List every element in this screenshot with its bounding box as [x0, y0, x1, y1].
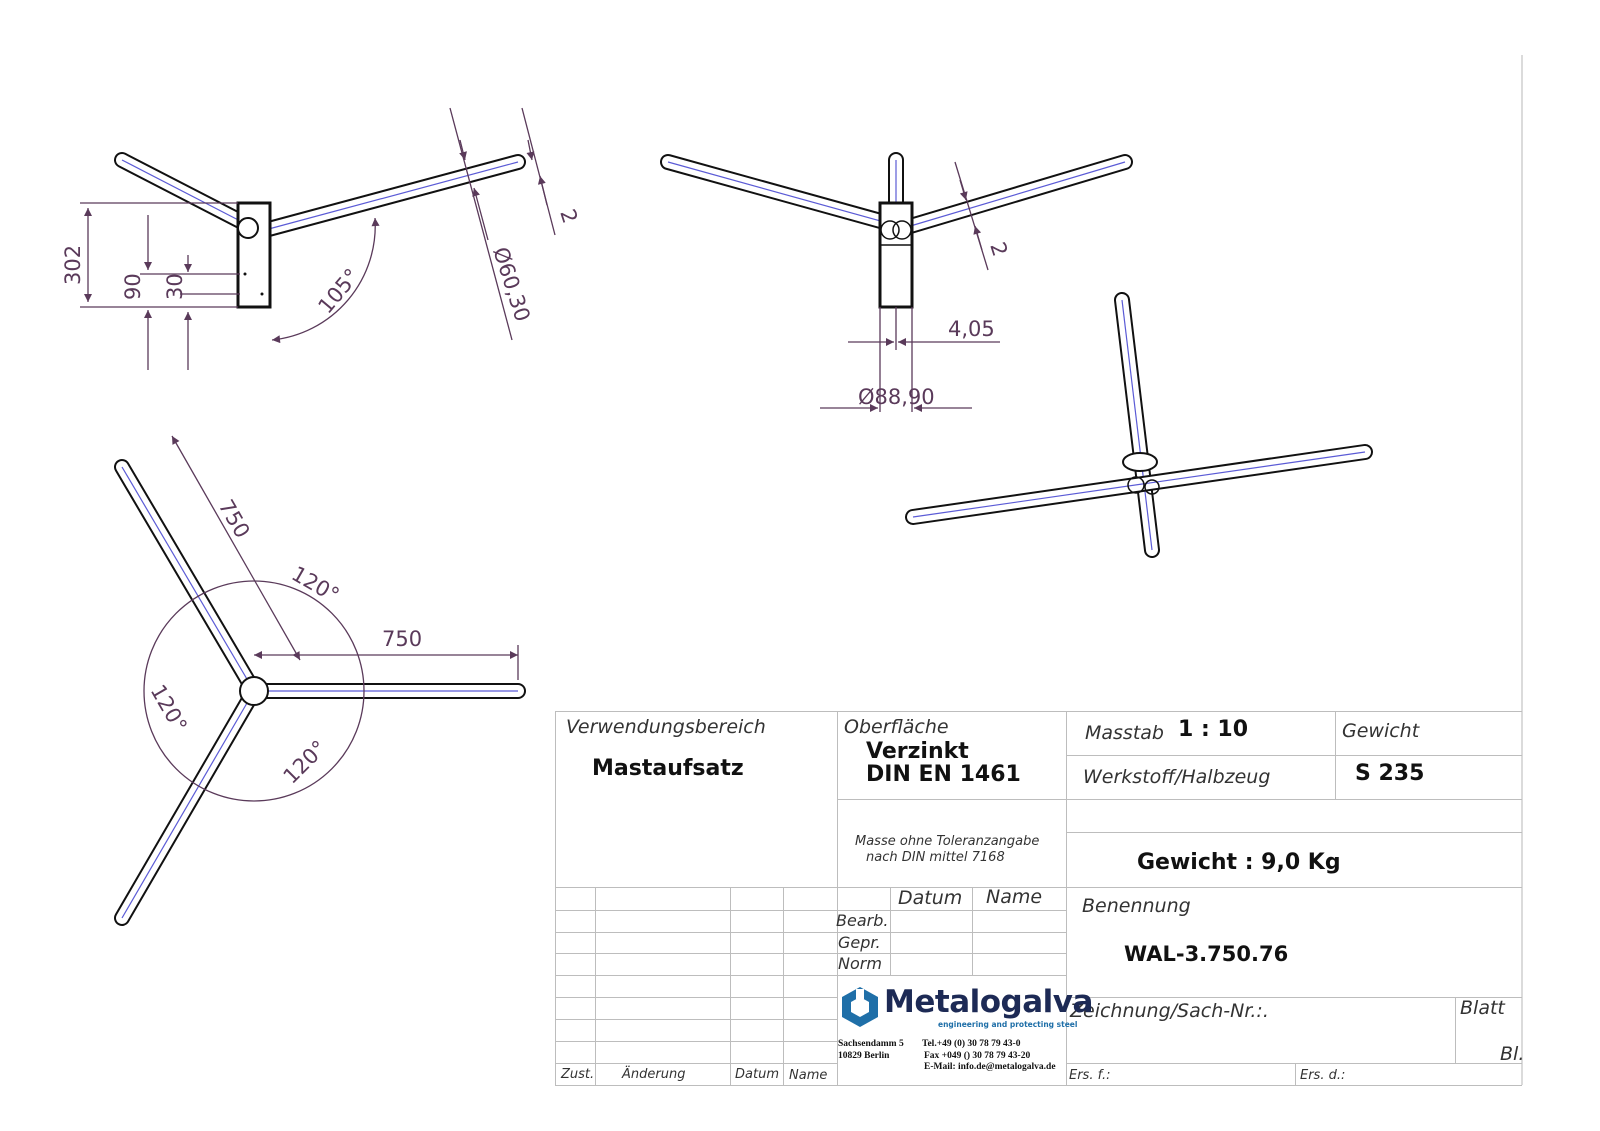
- company-address-1: Sachsendamm 5: [838, 1039, 904, 1049]
- benennung-label: Benennung: [1082, 895, 1191, 917]
- tube-arm: [667, 161, 896, 226]
- front-view: [878, 201, 914, 309]
- dimension-lines: [80, 107, 1000, 802]
- tolerance-note-1: Masse ohne Toleranzangabe: [855, 834, 1040, 849]
- dim-302: 302: [61, 245, 85, 285]
- zust-label: Zust.: [561, 1067, 595, 1082]
- aenderung-label: Änderung: [622, 1067, 686, 1082]
- bl-label: Bl.: [1500, 1043, 1525, 1065]
- gewicht-label: Gewicht: [1342, 720, 1420, 742]
- gewicht-value: Gewicht : 9,0 Kg: [1137, 850, 1341, 875]
- top-view-hub: [239, 676, 269, 706]
- dim-wall-2: 2: [555, 206, 582, 226]
- dim-angle-120-a: 120°: [288, 562, 344, 608]
- ers-f-label: Ers. f.:: [1069, 1068, 1111, 1083]
- tube-arm: [896, 161, 1126, 231]
- company-fax: Fax +049 () 30 78 79 43-20: [924, 1051, 1031, 1061]
- oberflaeche-value-2: DIN EN 1461: [866, 762, 1021, 787]
- name-header: Name: [986, 886, 1043, 908]
- company-tel: Tel.+49 (0) 30 78 79 43-0: [922, 1039, 1021, 1049]
- ers-d-label: Ers. d.:: [1300, 1068, 1346, 1083]
- bearb-label: Bearb.: [836, 911, 889, 930]
- werkstoff-label: Werkstoff/Halbzeug: [1083, 766, 1271, 788]
- masstab-value: 1 : 10: [1178, 717, 1249, 742]
- verwendungsbereich-value: Mastaufsatz: [592, 756, 744, 781]
- iso-view-hub: [1122, 452, 1160, 495]
- masstab-label: Masstab: [1085, 722, 1164, 744]
- company-name: Metalogalva: [884, 984, 1093, 1020]
- tube-arm: [912, 451, 1366, 518]
- tube-geometry: [114, 152, 1373, 926]
- tube-arm: [121, 690, 255, 919]
- dim-diameter-60: Ø60,30: [488, 244, 535, 324]
- dim-front-wall-2: 2: [985, 239, 1012, 259]
- gepr-label: Gepr.: [838, 933, 881, 952]
- zeichnung-label: Zeichnung/Sach-Nr.:.: [1070, 1000, 1269, 1022]
- datum-header: Datum: [898, 887, 963, 909]
- oberflaeche-value-1: Verzinkt: [866, 739, 969, 764]
- oberflaeche-label: Oberfläche: [844, 716, 949, 738]
- tube-arm: [1121, 299, 1153, 551]
- dim-90: 90: [121, 273, 145, 300]
- metalogalva-logo-icon: [842, 987, 878, 1027]
- blatt-label: Blatt: [1460, 997, 1505, 1019]
- company-tagline: engineering and protecting steel: [938, 1020, 1078, 1029]
- dim-angle-120-b: 120°: [146, 681, 192, 737]
- datum-footer-label: Datum: [735, 1067, 779, 1082]
- werkstoff-value: S 235: [1355, 761, 1425, 786]
- dim-diameter-88: Ø88,90: [858, 385, 935, 409]
- benennung-value: WAL-3.750.76: [1124, 942, 1289, 966]
- dim-4-05: 4,05: [948, 317, 995, 341]
- tolerance-note-2: nach DIN mittel 7168: [866, 850, 1005, 865]
- dim-750-b: 750: [382, 627, 422, 651]
- norm-label: Norm: [838, 954, 882, 973]
- dim-angle-120-c: 120°: [279, 736, 332, 789]
- side-view: [236, 201, 272, 309]
- name-footer-label: Name: [789, 1068, 828, 1083]
- verwendungsbereich-label: Verwendungsbereich: [566, 716, 766, 738]
- tube-arm: [121, 159, 249, 226]
- company-email: E-Mail: info.de@metalogalva.de: [924, 1062, 1056, 1072]
- dim-30: 30: [163, 273, 187, 300]
- company-address-2: 10829 Berlin: [838, 1051, 890, 1061]
